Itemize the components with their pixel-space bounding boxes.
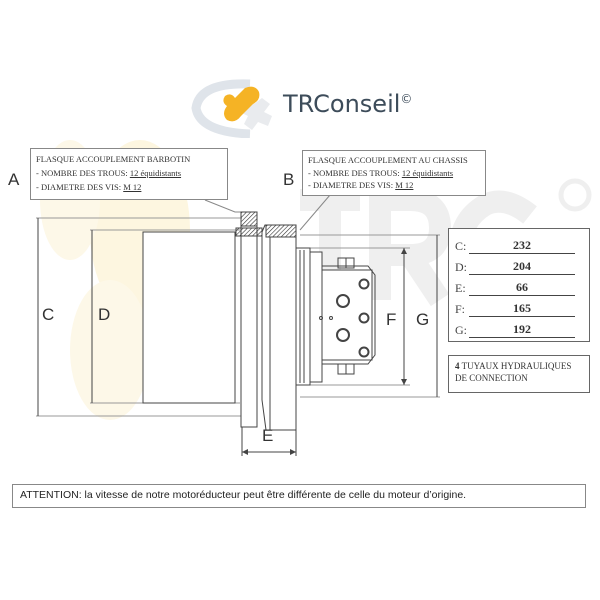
dimension-row: G:192 (455, 317, 583, 338)
dim-letter-f: F (386, 310, 397, 329)
label-b: B (283, 170, 295, 189)
dim-letter-e: E (262, 426, 274, 445)
attention-notice: ATTENTION: la vitesse de notre motoréduc… (12, 484, 586, 508)
hydraulics-note: 4 TUYAUX HYDRAULIQUES DE CONNECTION (448, 355, 590, 393)
dimension-row: E:66 (455, 275, 583, 296)
logo-text: TRConseil© (283, 90, 413, 118)
dimension-row: C:232 (455, 233, 583, 254)
flange-a-screw: - DIAMETRE DES VIS: M 12 (36, 182, 142, 192)
dimensions-table: C:232 D:204 E:66 F:165 G:192 (448, 228, 590, 342)
dimension-row: F:165 (455, 296, 583, 317)
label-a: A (8, 170, 20, 189)
flange-b-screw: - DIAMETRE DES VIS: M 12 (308, 180, 414, 190)
flange-a-holes: - NOMBRE DES TROUS: 12 équidistants (36, 168, 182, 178)
logo-icon (191, 79, 272, 138)
flange-a-callout: FLASQUE ACCOUPLEMENT BARBOTIN - NOMBRE D… (30, 148, 228, 200)
dim-letter-c: C (42, 305, 55, 324)
flange-a-title: FLASQUE ACCOUPLEMENT BARBOTIN (36, 154, 191, 164)
dim-letter-g: G (416, 310, 430, 329)
dimension-row: D:204 (455, 254, 583, 275)
flange-b-holes: - NOMBRE DES TROUS: 12 équidistants (308, 167, 454, 178)
dim-letter-d: D (98, 305, 111, 324)
flange-b-title: FLASQUE ACCOUPLEMENT AU CHASSIS (308, 155, 468, 165)
flange-b-callout: FLASQUE ACCOUPLEMENT AU CHASSIS - NOMBRE… (302, 150, 486, 196)
